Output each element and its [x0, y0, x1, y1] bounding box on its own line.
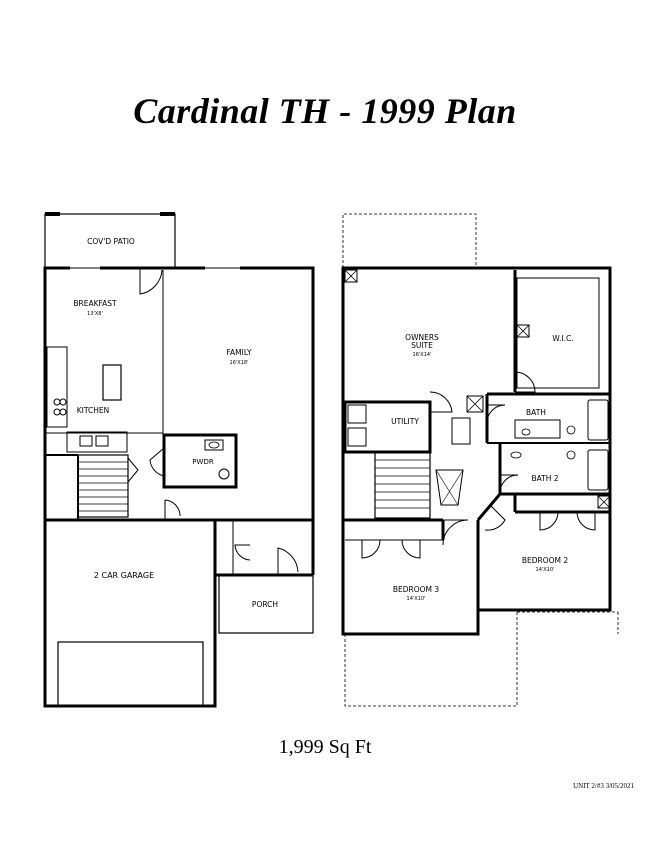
- covd-patio-label: COV'D PATIO: [87, 237, 135, 246]
- second-floor-labels: OWNERS SUITE 16'X14' W.I.C. UTILITY BATH…: [391, 333, 574, 602]
- square-footage: 1,999 Sq Ft: [278, 736, 372, 758]
- bath-label: BATH: [526, 408, 546, 417]
- garage-door: [57, 641, 204, 707]
- wic-label: W.I.C.: [552, 334, 573, 343]
- owners-suite-label-2: SUITE: [411, 341, 433, 350]
- pwdr-room: [162, 433, 238, 489]
- breakfast-label: BREAKFAST: [73, 299, 117, 308]
- roof-outline-bottom: [344, 612, 518, 707]
- roof-outline-top: [342, 213, 477, 268]
- kitchen-label: KITCHEN: [77, 406, 110, 415]
- porch-outline: [218, 574, 314, 634]
- second-floor-stairs: [374, 451, 431, 519]
- bath2-label: BATH 2: [531, 474, 558, 483]
- attic-access: [435, 469, 464, 506]
- utility-label: UTILITY: [391, 417, 419, 426]
- revision-stamp: UNIT 2/#3 3/05/2021: [573, 782, 634, 790]
- porch-label: PORCH: [252, 600, 278, 609]
- bedroom2-dim: 14'X10': [536, 567, 555, 573]
- first-floor-labels: COV'D PATIO BREAKFAST 13'X8' FAMILY 16'X…: [73, 237, 278, 609]
- second-floor-plan: [341, 213, 619, 707]
- kitchen-counter: [46, 346, 68, 428]
- owners-suite-label-1: OWNERS: [405, 333, 439, 342]
- bedroom3-dim: 14'X10': [407, 596, 426, 602]
- garage-outline: [43, 518, 217, 708]
- bath-tub: [587, 399, 609, 441]
- garage-label: 2 CAR GARAGE: [94, 571, 154, 580]
- pwdr-label: PWDR: [192, 458, 214, 466]
- first-floor-plan: [43, 212, 315, 708]
- bath2-tub: [587, 449, 609, 491]
- utility-room: [343, 400, 432, 454]
- family-dim: 16'X18': [230, 360, 249, 366]
- bedroom2-label: BEDROOM 2: [522, 556, 569, 565]
- plan-title: Cardinal TH - 1999 Plan: [133, 91, 517, 131]
- kitchen-island: [102, 364, 122, 401]
- bedroom3-label: BEDROOM 3: [393, 585, 440, 594]
- family-label: FAMILY: [226, 348, 252, 357]
- breakfast-dim: 13'X8': [87, 311, 103, 317]
- owners-suite-dim: 16'X14': [413, 352, 432, 358]
- first-floor-stairs: [77, 454, 129, 518]
